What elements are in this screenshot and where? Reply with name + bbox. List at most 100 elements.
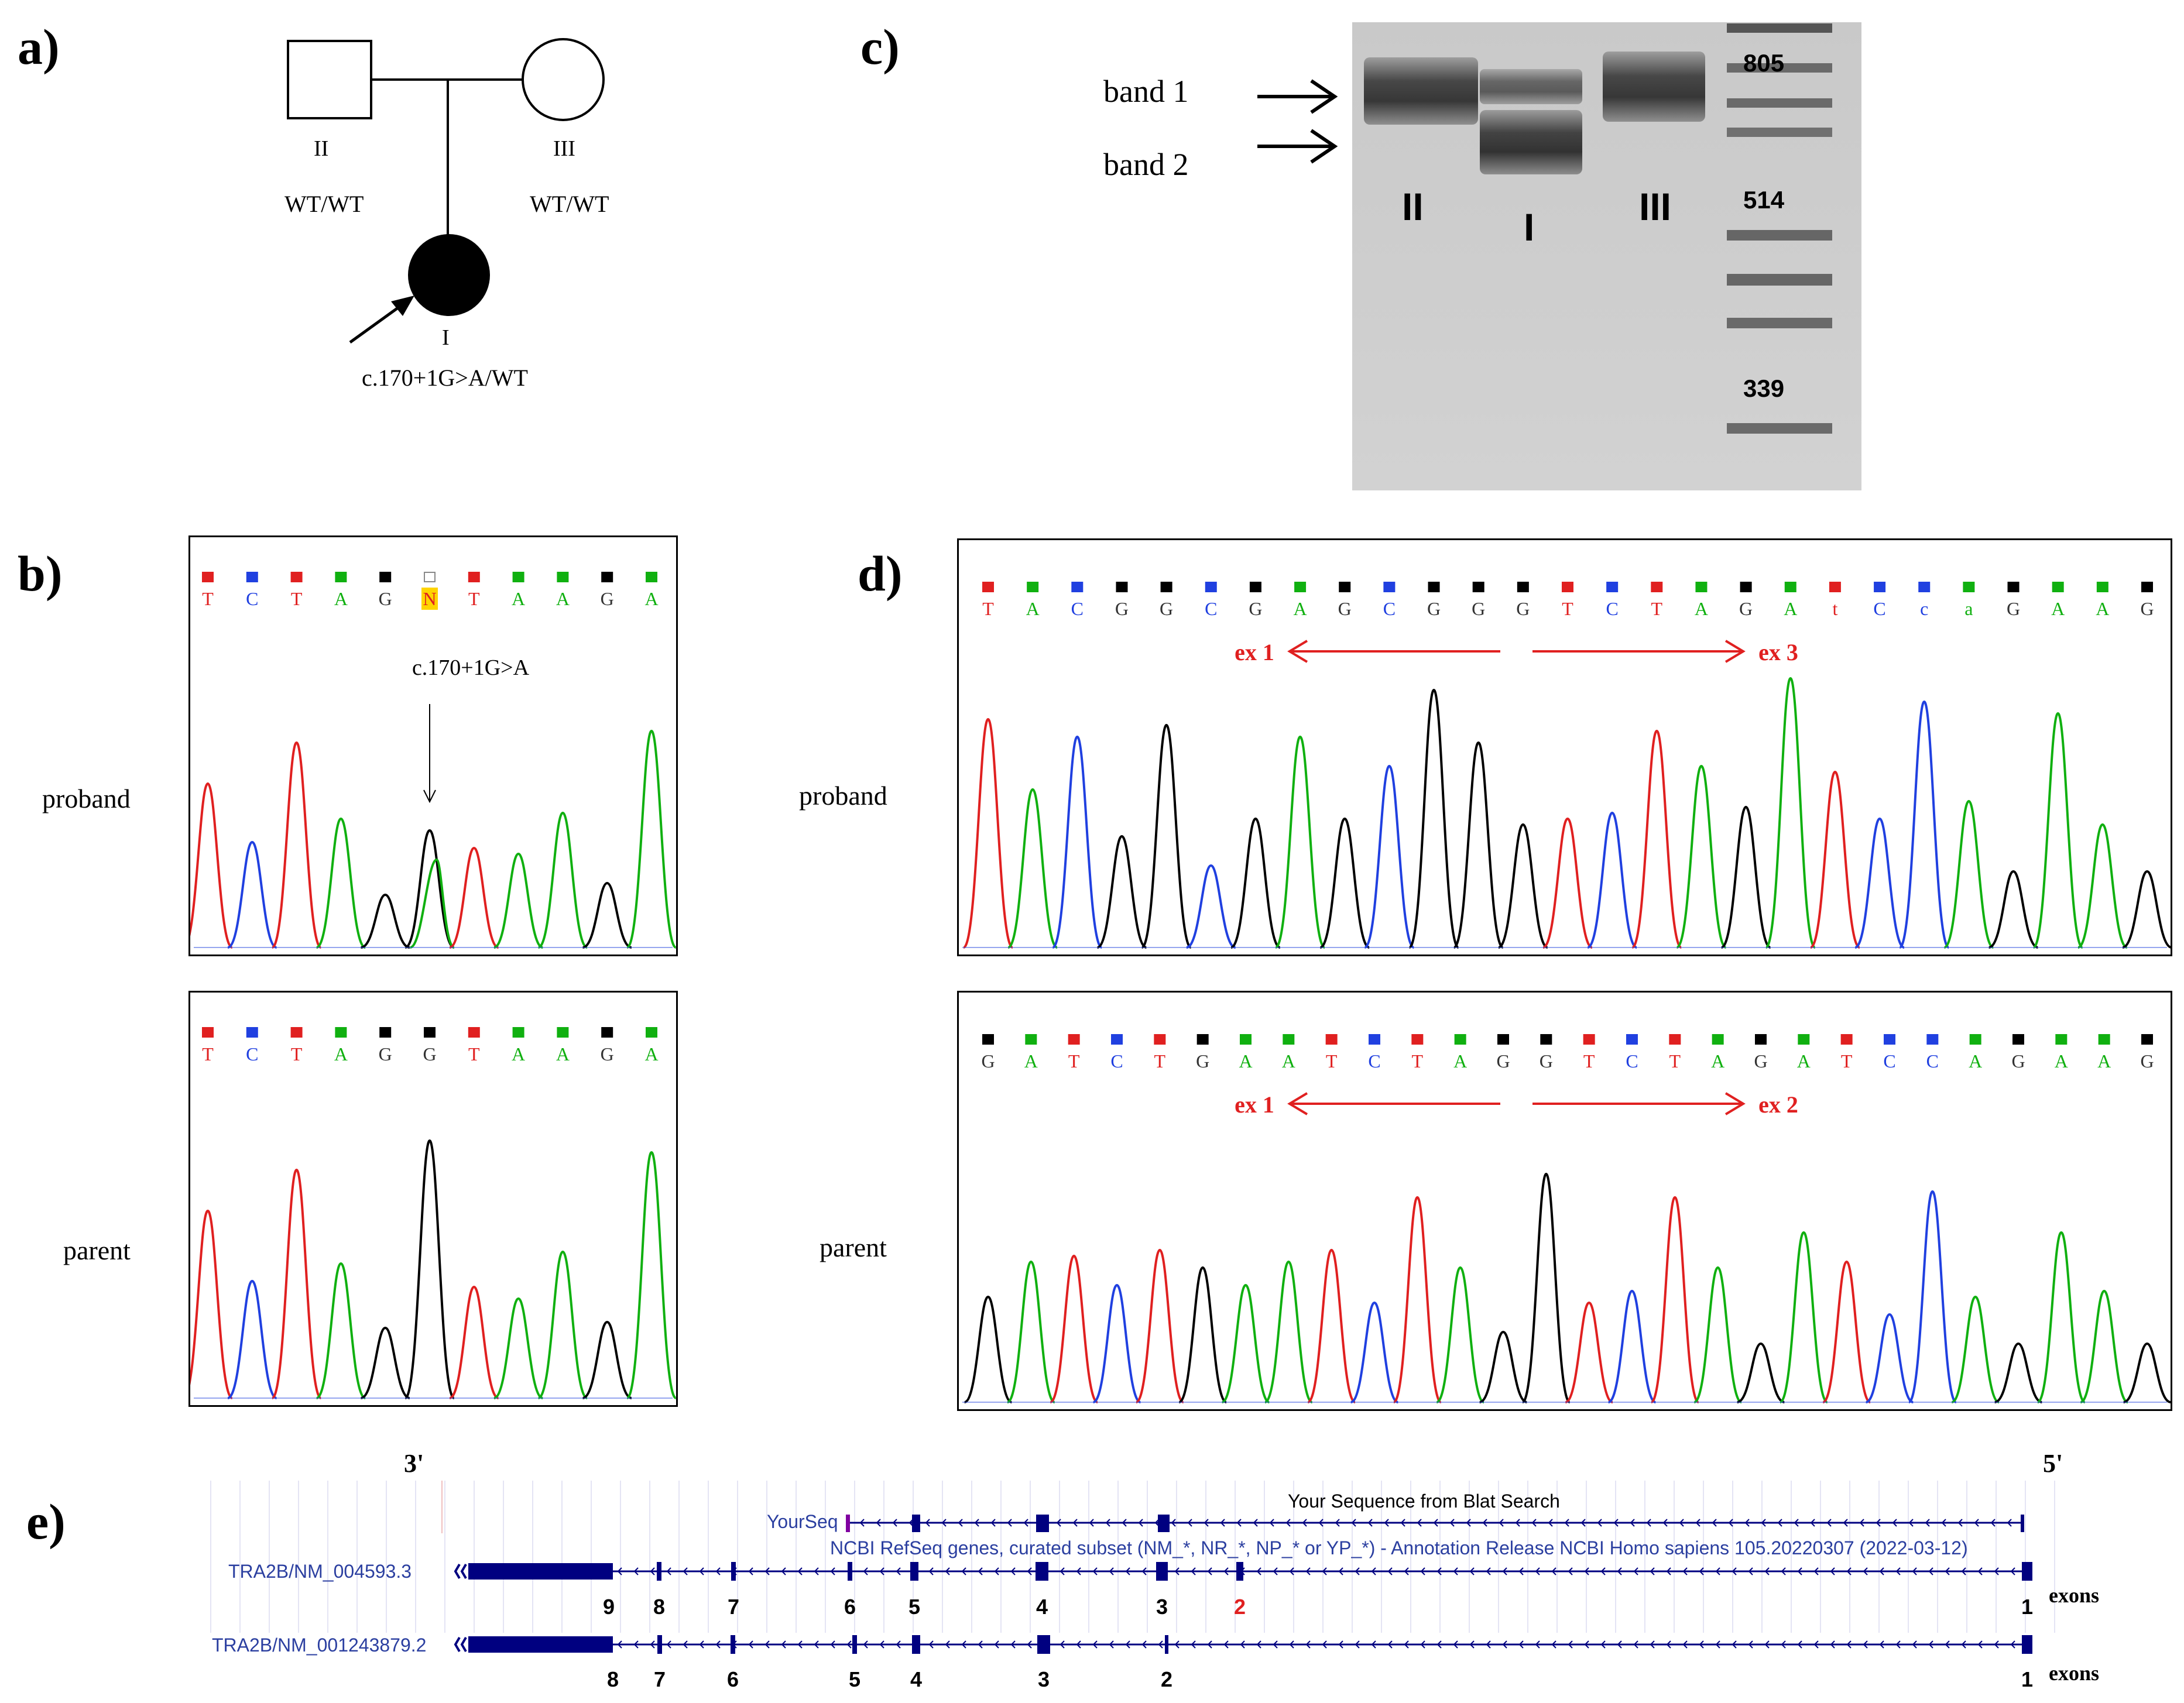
peak bbox=[1676, 764, 1727, 949]
base-call: C bbox=[1626, 1050, 1638, 1072]
base-marker bbox=[1712, 1034, 1724, 1045]
base-marker bbox=[982, 1034, 994, 1045]
base-call: A bbox=[1239, 1050, 1252, 1072]
peak bbox=[270, 1168, 323, 1399]
base-marker bbox=[1383, 582, 1396, 592]
peak bbox=[227, 840, 277, 949]
base-call: A bbox=[512, 1043, 525, 1065]
base-marker bbox=[1651, 582, 1663, 592]
base-call: C bbox=[1883, 1050, 1895, 1072]
base-call: T bbox=[202, 1043, 214, 1065]
peak bbox=[1764, 677, 1816, 949]
base-marker bbox=[1240, 1034, 1252, 1045]
base-call: A bbox=[1711, 1050, 1724, 1072]
base-call: T bbox=[1326, 1050, 1338, 1072]
base-marker bbox=[1874, 582, 1886, 592]
peak bbox=[270, 741, 323, 949]
peak bbox=[1720, 805, 1771, 949]
base-marker bbox=[335, 572, 347, 582]
peak bbox=[316, 1262, 366, 1399]
peak bbox=[964, 1295, 1013, 1403]
peak bbox=[1135, 1248, 1184, 1403]
band2-label: band 2 bbox=[1103, 147, 1189, 182]
base-marker bbox=[1160, 582, 1172, 592]
base-marker bbox=[1784, 582, 1796, 592]
base-call: G bbox=[1496, 1050, 1510, 1072]
lane-i-band1 bbox=[1480, 69, 1582, 104]
base-marker bbox=[290, 572, 303, 582]
base-call: G bbox=[1516, 598, 1530, 619]
base-call: A bbox=[1695, 598, 1708, 619]
pedigree-diagram bbox=[287, 38, 605, 344]
base-marker bbox=[1369, 1034, 1380, 1045]
base-call: C bbox=[246, 588, 258, 609]
marker-805: 805 bbox=[1743, 49, 1785, 77]
peak bbox=[1994, 1342, 2042, 1403]
panel-d-label: d) bbox=[858, 545, 903, 602]
track2-name[interactable]: TRA2B/NM_001243879.2 bbox=[212, 1635, 427, 1656]
proband-genotype: c.170+1G>A/WT bbox=[362, 365, 528, 391]
base-call: G bbox=[1739, 598, 1753, 619]
base-marker bbox=[601, 1027, 613, 1038]
base-marker bbox=[1884, 1034, 1895, 1045]
base-marker bbox=[557, 572, 569, 582]
base-marker bbox=[1562, 582, 1573, 592]
base-marker bbox=[1755, 1034, 1767, 1045]
base-call: G bbox=[2007, 598, 2020, 619]
yourseq-label[interactable]: YourSeq bbox=[767, 1511, 838, 1532]
exon-number: 2 bbox=[1234, 1595, 1246, 1619]
base-call: T bbox=[1669, 1050, 1681, 1072]
base-call: G bbox=[601, 1043, 614, 1065]
peak bbox=[1264, 1260, 1313, 1403]
exon-left-label: ex 1 bbox=[1235, 639, 1274, 665]
peak bbox=[1988, 870, 2039, 949]
base-call: T bbox=[291, 1043, 303, 1065]
track1-name[interactable]: TRA2B/NM_004593.3 bbox=[228, 1561, 412, 1582]
peak bbox=[2122, 870, 2172, 949]
peak bbox=[1274, 735, 1326, 949]
base-marker bbox=[1283, 1034, 1295, 1045]
proband-id: I bbox=[442, 325, 450, 350]
base-marker bbox=[1926, 1034, 1939, 1045]
base-marker bbox=[601, 572, 613, 582]
base-marker bbox=[1111, 1034, 1123, 1045]
peak bbox=[1587, 811, 1638, 949]
peak bbox=[1051, 735, 1103, 949]
base-marker bbox=[379, 572, 392, 582]
base-marker bbox=[2096, 582, 2108, 592]
b-parent-label: parent bbox=[63, 1235, 131, 1265]
peak bbox=[1050, 1254, 1099, 1403]
peak bbox=[1452, 741, 1504, 949]
end-5prime: 5' bbox=[2043, 1449, 2063, 1478]
base-call: G bbox=[1754, 1050, 1767, 1072]
peak-secondary bbox=[409, 858, 455, 949]
base-call: C bbox=[1110, 1050, 1123, 1072]
peak bbox=[582, 1320, 632, 1399]
peak bbox=[1908, 1190, 1957, 1403]
exon-number: 6 bbox=[844, 1595, 856, 1619]
base-call: C bbox=[1368, 1050, 1380, 1072]
base-call: C bbox=[1873, 598, 1885, 619]
lane-label-iii: III bbox=[1639, 185, 1672, 228]
exon-number: 8 bbox=[653, 1595, 665, 1619]
peak bbox=[1350, 1301, 1399, 1403]
base-marker bbox=[1969, 1034, 1981, 1045]
peak bbox=[1631, 729, 1683, 949]
base-marker bbox=[982, 582, 994, 592]
exon-number: 3 bbox=[1038, 1667, 1050, 1691]
father-genotype: WT/WT bbox=[284, 191, 364, 217]
base-call: T bbox=[1651, 598, 1663, 619]
base-marker bbox=[424, 1027, 436, 1038]
lane-ii-band1 bbox=[1364, 57, 1478, 125]
exon-number: 7 bbox=[728, 1595, 739, 1619]
peak bbox=[537, 1250, 588, 1399]
peak bbox=[227, 1279, 277, 1399]
base-call: G bbox=[379, 588, 392, 609]
base-marker bbox=[202, 572, 214, 582]
peak bbox=[449, 1285, 499, 1399]
